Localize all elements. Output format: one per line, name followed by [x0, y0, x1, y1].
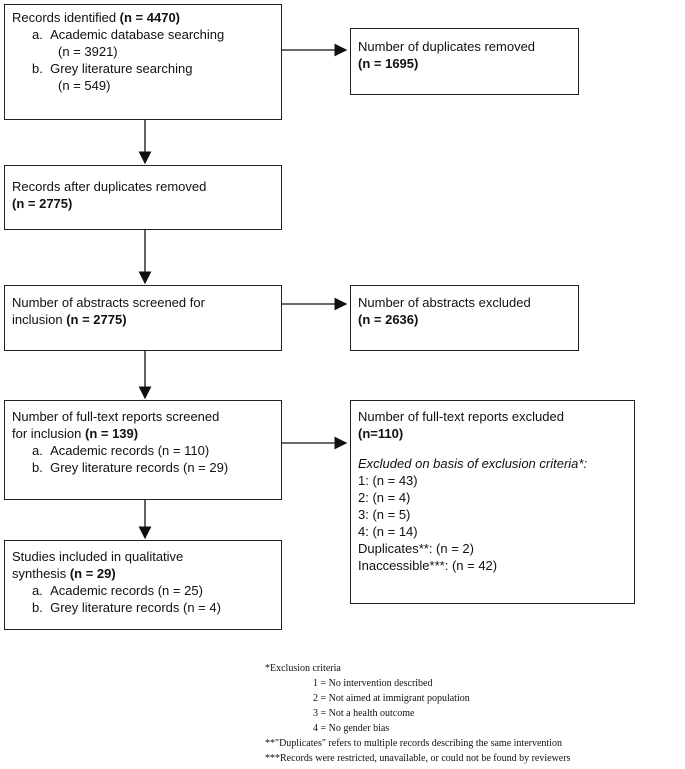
identified-count: (n = 4470) — [119, 10, 181, 25]
identified-item-b: b. Grey literature searching — [12, 60, 281, 77]
inaccessible-note: ***Records were restricted, unavailable,… — [265, 753, 571, 764]
item-marker: a. — [32, 583, 43, 598]
fulltext-title2: for inclusion — [12, 426, 85, 441]
included-item-b: b. Grey literature records (n = 4) — [12, 599, 281, 616]
item-text: Academic records (n = 25) — [50, 583, 203, 598]
dup-value: : (n = 2) — [428, 541, 474, 556]
abstracts-title1: Number of abstracts screened for — [12, 295, 205, 310]
item-text: Grey literature records (n = 4) — [50, 600, 221, 615]
duplicates-title: Number of duplicates removed — [358, 39, 536, 54]
box-fulltext-screened: Number of full-text reports screened for… — [4, 400, 282, 500]
box-fulltext-excluded: Number of full-text reports excluded (n=… — [350, 400, 635, 604]
duplicates-note: **"Duplicates" refers to multiple record… — [265, 738, 562, 749]
item-text: Academic records (n = 110) — [50, 443, 210, 458]
fulltext-title1: Number of full-text reports screened — [12, 409, 220, 424]
criterion-2: 2 = Not aimed at immigrant population — [313, 693, 470, 704]
box-abstracts-excluded: Number of abstracts excluded (n = 2636) — [350, 285, 579, 351]
included-title2: synthesis — [12, 566, 70, 581]
exclusion-row-2: 2: (n = 4) — [358, 490, 411, 505]
identified-title-text: Records identified — [12, 10, 120, 25]
duplicates-count: (n = 1695) — [358, 56, 419, 71]
exclusion-row-4: 4: (n = 14) — [358, 524, 418, 539]
criterion-1: 1 = No intervention described — [313, 678, 433, 689]
fulltext-title2-line: for inclusion (n = 139) — [12, 425, 281, 442]
criterion-3: 3 = Not a health outcome — [313, 708, 415, 719]
item-text: Grey literature records (n = 29) — [50, 460, 229, 475]
inacc-label: Inaccessible*** — [358, 558, 445, 573]
included-count: (n = 29) — [69, 566, 116, 581]
dup-label: Duplicates** — [358, 541, 429, 556]
criterion-4: 4 = No gender bias — [313, 723, 390, 734]
exclusion-basis: Excluded on basis of exclusion criteria*… — [358, 456, 588, 471]
item-marker: a. — [32, 27, 43, 42]
item-marker: b. — [32, 460, 43, 475]
box-abstracts-screened: Number of abstracts screened for inclusi… — [4, 285, 282, 351]
fulltext-excl-count: (n=110) — [358, 426, 404, 441]
abstracts-count: (n = 2775) — [66, 312, 127, 327]
exclusion-row-3: 3: (n = 5) — [358, 507, 411, 522]
item-label: Grey literature searching — [50, 61, 193, 76]
item-marker: b. — [32, 600, 43, 615]
exclusion-row-1: 1: (n = 43) — [358, 473, 418, 488]
notes-heading: *Exclusion criteria — [265, 663, 341, 674]
after-dup-count: (n = 2775) — [12, 196, 73, 211]
included-title1: Studies included in qualitative — [12, 549, 184, 564]
item-label: Academic database searching — [50, 27, 225, 42]
identified-item-a-count: (n = 3921) — [58, 44, 118, 59]
box-after-duplicates: Records after duplicates removed (n = 27… — [4, 165, 282, 230]
identified-item-b-count: (n = 549) — [58, 78, 111, 93]
fulltext-count: (n = 139) — [84, 426, 139, 441]
included-item-a: a. Academic records (n = 25) — [12, 582, 281, 599]
identified-item-a: a. Academic database searching — [12, 26, 281, 43]
exclusion-duplicates: Duplicates**: (n = 2) — [358, 540, 634, 557]
item-marker: b. — [32, 61, 43, 76]
item-marker: a. — [32, 443, 43, 458]
after-dup-title: Records after duplicates removed — [12, 179, 207, 194]
identified-title: Records identified (n = 4470) — [12, 9, 281, 26]
box-duplicates-removed: Number of duplicates removed (n = 1695) — [350, 28, 579, 95]
box-records-identified: Records identified (n = 4470) a. Academi… — [4, 4, 282, 120]
abstracts-excl-count: (n = 2636) — [358, 312, 419, 327]
abstracts-title2-line: inclusion (n = 2775) — [12, 311, 281, 328]
included-title2-line: synthesis (n = 29) — [12, 565, 281, 582]
fulltext-item-a: a. Academic records (n = 110) — [12, 442, 281, 459]
fulltext-excl-title: Number of full-text reports excluded — [358, 409, 564, 424]
abstracts-excl-title: Number of abstracts excluded — [358, 295, 531, 310]
box-studies-included: Studies included in qualitative synthesi… — [4, 540, 282, 630]
footnotes: *Exclusion criteria 1 = No intervention … — [265, 661, 570, 766]
abstracts-title2: inclusion — [12, 312, 67, 327]
inacc-value: : (n = 42) — [444, 558, 498, 573]
exclusion-inaccessible: Inaccessible***: (n = 42) — [358, 557, 634, 574]
fulltext-item-b: b. Grey literature records (n = 29) — [12, 459, 281, 476]
